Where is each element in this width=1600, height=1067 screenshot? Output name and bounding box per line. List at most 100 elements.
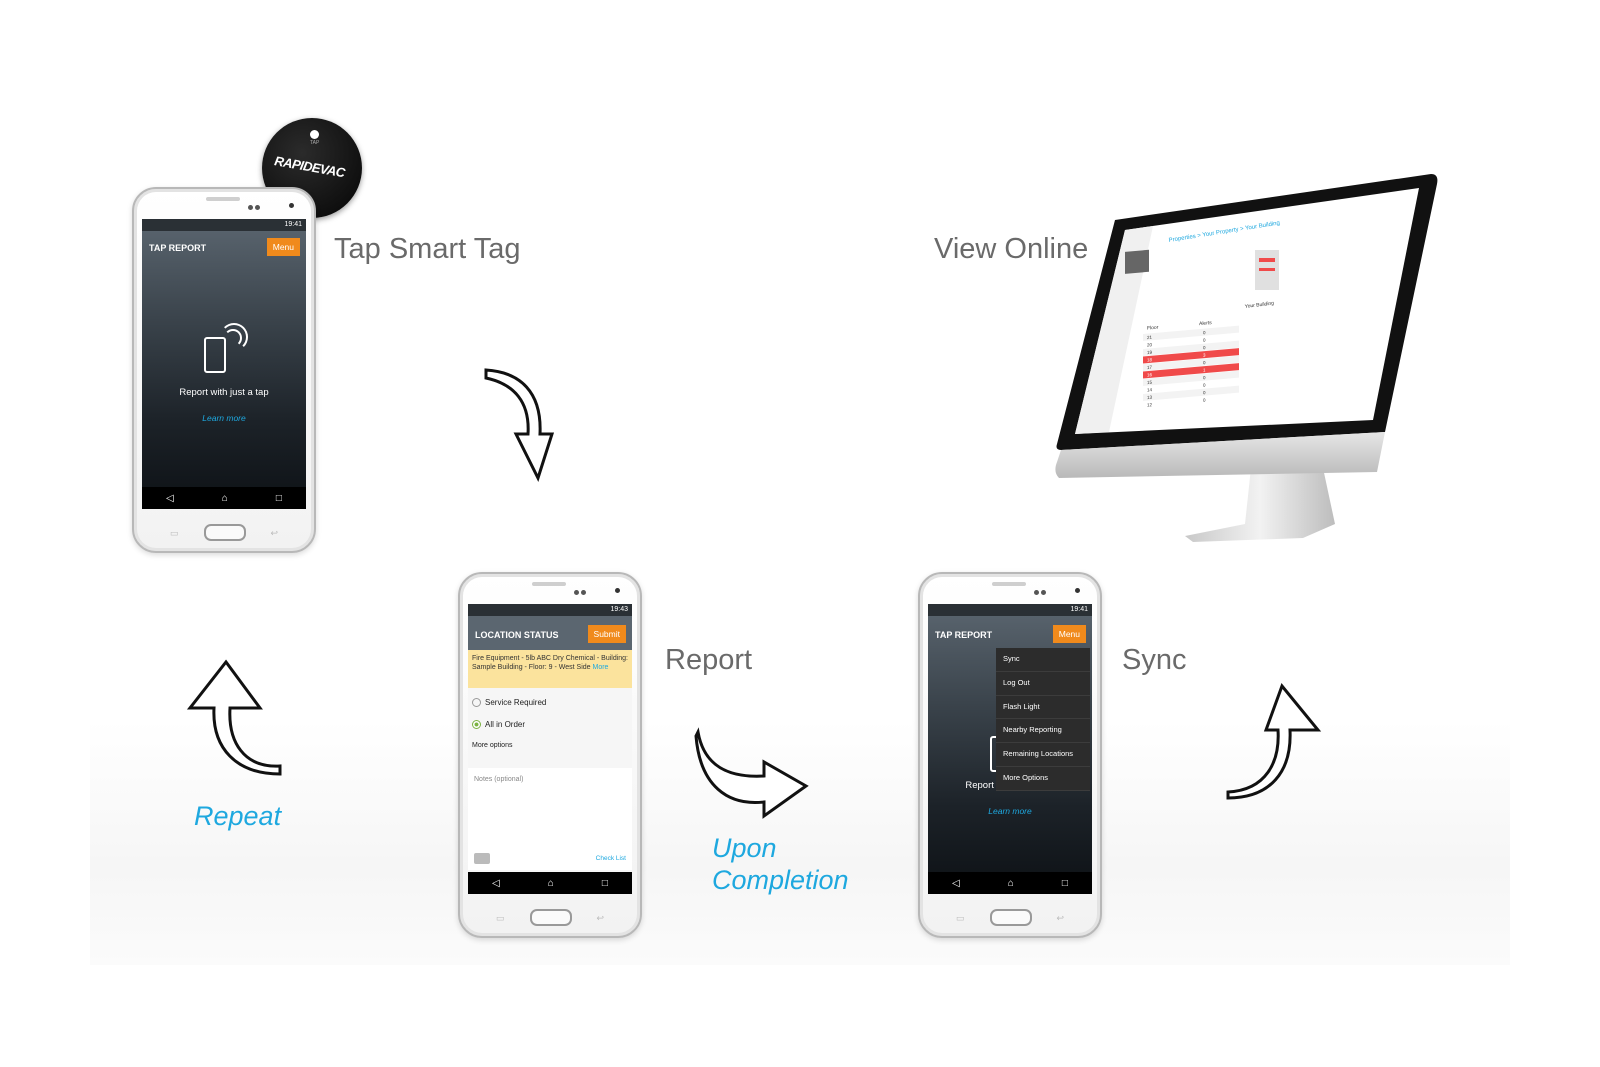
table-row[interactable] [1143,363,1239,379]
desktop-monitor: Properties > Your Property > Your Buildi… [1055,174,1438,542]
phone-screen: 19:41 TAP REPORT Menu Report with just a… [142,219,306,509]
android-navbar: ◁ ⌂ □ [928,872,1092,894]
android-navbar: ◁ ⌂ □ [468,872,632,894]
warning-text: Fire Equipment - 5lb ABC Dry Chemical - … [472,655,629,671]
radio-checked-icon[interactable] [472,720,481,729]
col-alerts-header: Alerts [1199,320,1212,327]
phone-sensors [574,582,590,595]
phone-speaker [992,582,1026,586]
checklist-link[interactable]: Check List [595,855,626,862]
recent-softkey-icon: ▭ [956,913,965,923]
learn-more-link[interactable]: Learn more [202,413,246,423]
camera-icon [615,588,620,593]
notes-field[interactable]: Notes (optional) Check List [468,768,632,870]
building-alert-band [1259,268,1275,271]
table-cell-alerts: 0 [1203,360,1206,365]
table-cell-floor: 13 [1147,395,1152,400]
back-icon[interactable]: ◁ [166,492,174,504]
nfc-waves-inner-icon [224,329,242,347]
recents-icon[interactable]: □ [275,492,282,504]
camera-add-icon[interactable] [474,853,490,864]
phone-tap: 19:41 TAP REPORT Menu Report with just a… [132,187,316,553]
caption-completion: Completion [712,865,849,895]
table-cell-floor: 18 [1147,357,1152,362]
table-row[interactable] [1143,393,1239,409]
tag-small-label: TAP [310,140,320,146]
learn-more-link[interactable]: Learn more [988,806,1032,816]
option-label: Service Required [485,698,547,707]
table-row[interactable] [1143,355,1239,371]
home-icon[interactable]: ⌂ [1007,877,1014,889]
table-row[interactable] [1143,348,1239,364]
submit-button[interactable]: Submit [587,625,626,643]
table-cell-alerts: 0 [1203,382,1206,387]
app-title: TAP REPORT [149,243,207,253]
step-label-report: Report [665,644,753,676]
menu-item-sync[interactable]: Sync [996,648,1090,672]
radio-icon[interactable] [472,698,481,707]
table-cell-alerts: 1 [1203,367,1206,372]
back-softkey-icon: ↩ [1056,913,1064,923]
home-icon[interactable]: ⌂ [221,492,228,504]
home-hardware-button[interactable] [530,909,572,926]
back-icon[interactable]: ◁ [952,877,960,889]
table-cell-alerts: 0 [1203,390,1206,395]
recent-softkey-icon: ▭ [496,913,505,923]
floor-alert-table: Floor Alerts 210200190183170161150140130… [1143,320,1239,409]
phone-sync: 19:41 TAP REPORT Menu Report with just a… [918,572,1102,938]
building-alert-band [1259,258,1275,262]
more-options-link[interactable]: More options [472,742,513,749]
table-row[interactable] [1143,370,1239,386]
recents-icon[interactable]: □ [1061,877,1068,889]
menu-button[interactable]: Menu [1052,625,1086,643]
tap-prompt: Report with just a tap [179,387,269,398]
arrow-down-icon [484,368,555,482]
table-row[interactable] [1143,325,1239,341]
table-row[interactable] [1143,333,1239,349]
table-cell-alerts: 0 [1203,375,1206,380]
table-cell-floor: 19 [1147,350,1152,355]
caption-upon: Upon [712,833,777,863]
warning-more-link[interactable]: More [592,664,609,671]
table-cell-floor: 17 [1147,365,1152,370]
table-cell-alerts: 0 [1203,337,1206,342]
tag-logo: RAPIDEVAC [273,153,346,181]
phone-screen: 19:41 TAP REPORT Menu Report with just a… [928,604,1092,894]
phone-sensors [248,197,264,210]
phone-speaker [206,197,240,201]
table-row[interactable] [1143,385,1239,401]
phone-sensors [1034,582,1050,595]
table-cell-alerts: 3 [1203,352,1206,357]
caption-repeat: Repeat [194,801,282,831]
phone-report: 19:43 LOCATION STATUS Submit Fire Equipm… [458,572,642,938]
back-softkey-icon: ↩ [596,913,604,923]
notes-placeholder: Notes (optional) [474,776,524,783]
menu-dropdown: Sync Log Out Flash Light Nearby Reportin… [996,648,1090,791]
menu-item-more-options[interactable]: More Options [996,767,1090,791]
android-navbar: ◁ ⌂ □ [142,487,306,509]
table-cell-floor: 14 [1147,387,1152,392]
back-icon[interactable]: ◁ [492,877,500,889]
table-row[interactable] [1143,340,1239,356]
home-hardware-button[interactable] [204,524,246,541]
option-service-required[interactable]: Service Required [472,698,546,707]
menu-item-flash-light[interactable]: Flash Light [996,696,1090,720]
menu-item-log-out[interactable]: Log Out [996,672,1090,696]
menu-item-remaining-locations[interactable]: Remaining Locations [996,743,1090,767]
table-cell-floor: 12 [1147,402,1152,407]
option-all-in-order[interactable]: All in Order [472,720,525,729]
table-row[interactable] [1143,378,1239,394]
table-cell-floor: 15 [1147,380,1152,385]
home-icon[interactable]: ⌂ [547,877,554,889]
step-label-sync: Sync [1122,644,1187,676]
home-hardware-button[interactable] [990,909,1032,926]
recents-icon[interactable]: □ [601,877,608,889]
app-title: LOCATION STATUS [475,630,559,640]
arrow-up-icon [1226,683,1322,800]
camera-icon [289,203,294,208]
camera-icon [1075,588,1080,593]
location-warning: Fire Equipment - 5lb ABC Dry Chemical - … [468,650,632,688]
menu-item-nearby-reporting[interactable]: Nearby Reporting [996,719,1090,744]
menu-button[interactable]: Menu [266,238,300,256]
status-bar: 19:41 [142,219,306,231]
